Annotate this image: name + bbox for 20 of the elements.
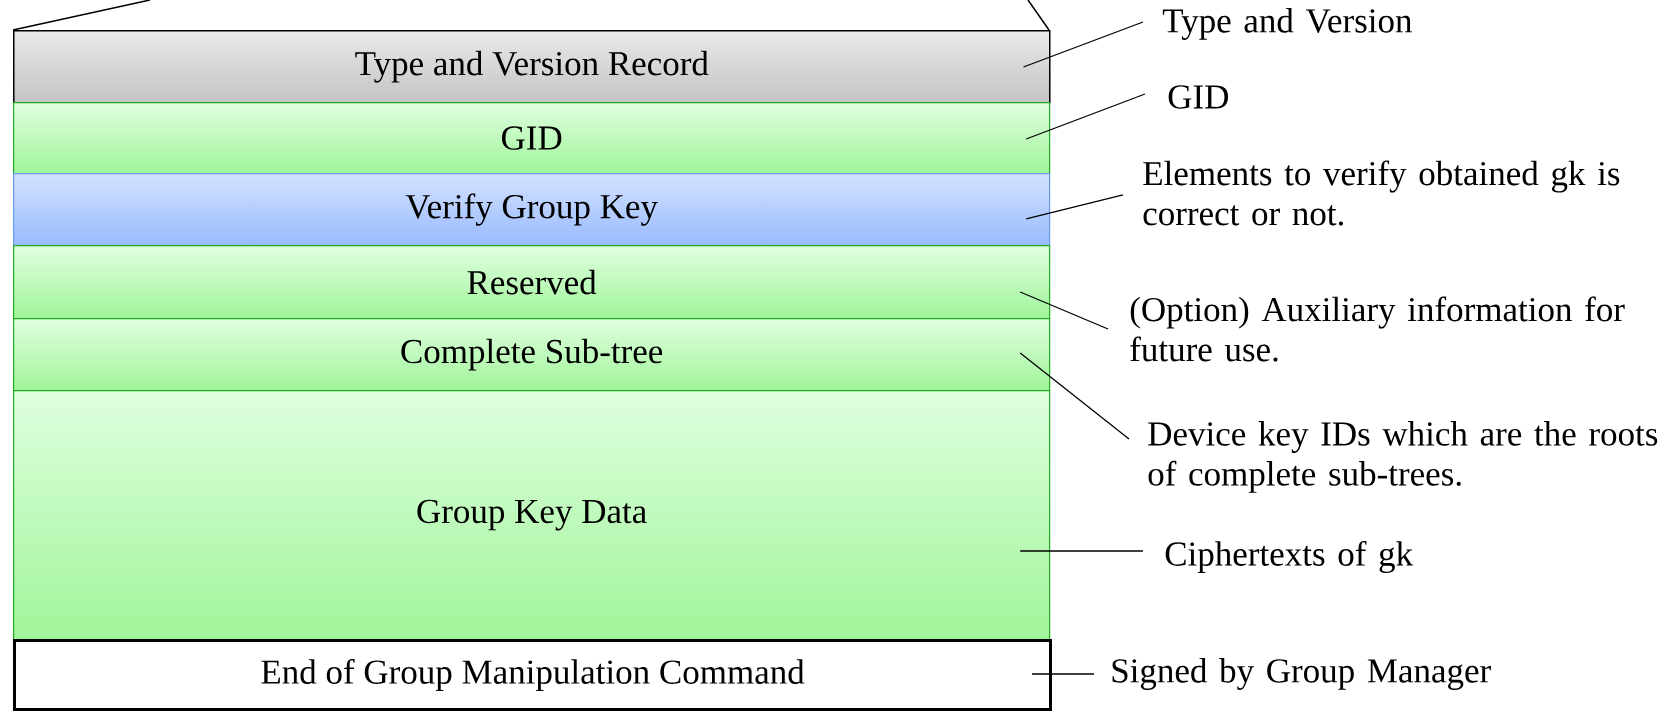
leader-line (1031, 673, 1095, 675)
annotation-text: (Option) Auxiliary information for future use. (1130, 296, 1625, 362)
leader-line (1019, 291, 1109, 330)
leader-line (1019, 352, 1130, 440)
annotation-text: GID (1168, 85, 1228, 109)
leader-line (1025, 194, 1124, 220)
field-row: GID (13, 102, 1051, 175)
leader-line (1019, 550, 1144, 552)
annotation-text: Device key IDs which are the roots of complete sub-trees. (1148, 421, 1658, 493)
leader-line (1025, 93, 1146, 140)
annotation-text: Elements to verify obtained gk is correct or not. (1143, 160, 1620, 226)
leader-line (1022, 21, 1144, 68)
field-row: Type and Version Record (13, 30, 1051, 104)
field-row: Complete Sub-tree (13, 318, 1051, 392)
field-row: Reserved (13, 245, 1051, 320)
annotation-text: Signed by Group Manager (1112, 658, 1491, 690)
field-row: End of Group Manipulation Command (13, 639, 1052, 711)
annotation-text: Type and Version (1162, 8, 1412, 40)
annotation-text: Ciphertexts of gk (1165, 540, 1414, 574)
field-row: Verify Group Key (13, 173, 1051, 247)
